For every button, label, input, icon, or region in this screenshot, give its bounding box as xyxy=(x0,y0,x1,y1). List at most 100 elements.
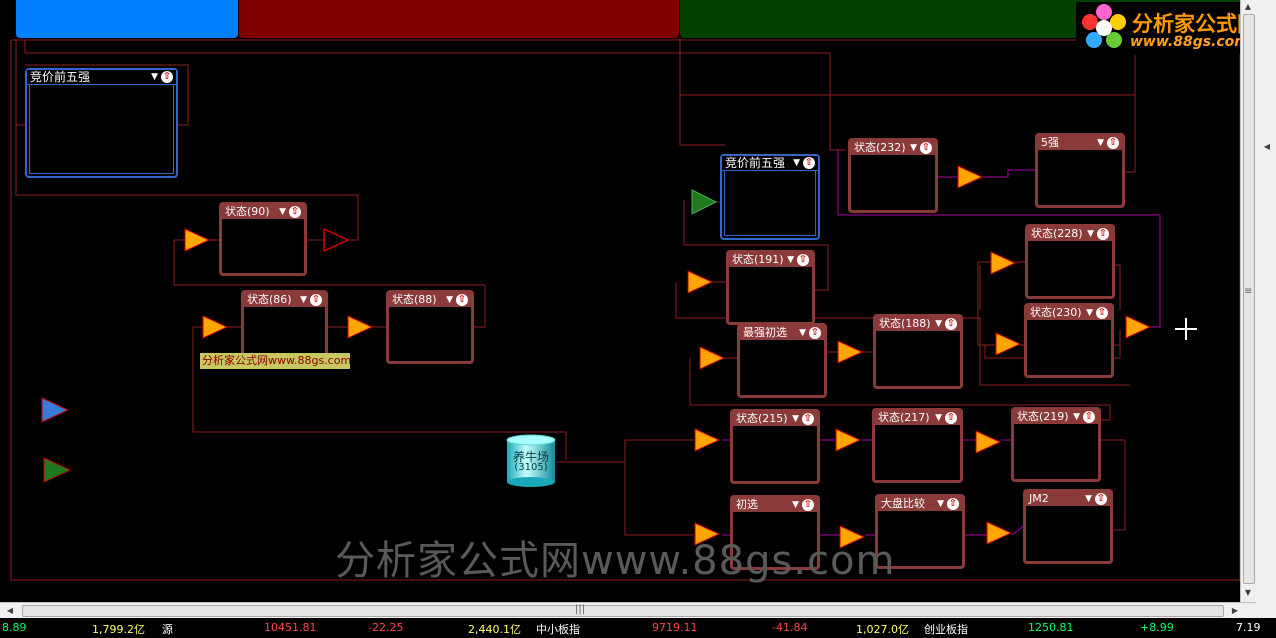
dropdown-icon[interactable]: ▼ xyxy=(799,328,806,338)
dropdown-icon[interactable]: ▼ xyxy=(910,143,917,153)
filter-triangle-icon[interactable] xyxy=(183,227,211,253)
dropdown-icon[interactable]: ▼ xyxy=(1085,494,1092,504)
status-label: 源 xyxy=(162,623,173,636)
node-jm2[interactable]: JM2 ▼ ⇧ xyxy=(1023,489,1113,564)
node-state228[interactable]: 状态(228) ▼ ⇧ xyxy=(1025,224,1115,299)
node-jingjia-mid[interactable]: 竞价前五强 ▼ ⇧ xyxy=(720,154,820,240)
up-arrow-icon[interactable]: ⇧ xyxy=(1095,493,1107,505)
filter-triangle-icon[interactable] xyxy=(693,521,721,547)
database-count: (3105) xyxy=(514,462,548,473)
dropdown-icon[interactable]: ▼ xyxy=(300,295,307,305)
filter-triangle-icon[interactable] xyxy=(690,188,718,216)
filter-triangle-icon[interactable] xyxy=(974,429,1002,455)
node-state86[interactable]: 状态(86) ▼ ⇧ xyxy=(241,290,328,364)
up-arrow-icon[interactable]: ⇧ xyxy=(802,413,814,425)
horizontal-scroll-thumb[interactable] xyxy=(22,605,1224,617)
node-state219[interactable]: 状态(219) ▼ ⇧ xyxy=(1011,407,1101,482)
filter-triangle-icon[interactable] xyxy=(1124,314,1152,340)
dropdown-icon[interactable]: ▼ xyxy=(792,414,799,424)
dropdown-icon[interactable]: ▼ xyxy=(446,295,453,305)
up-arrow-icon[interactable]: ⇧ xyxy=(797,254,809,266)
up-arrow-icon[interactable]: ⇧ xyxy=(920,142,932,154)
dropdown-icon[interactable]: ▼ xyxy=(793,158,800,168)
dropdown-icon[interactable]: ▼ xyxy=(937,499,944,509)
scroll-left-icon[interactable]: ◀ xyxy=(6,606,14,615)
filter-triangle-icon[interactable] xyxy=(834,427,862,453)
status-value: +8.99 xyxy=(1140,621,1174,634)
dropdown-icon[interactable]: ▼ xyxy=(151,72,158,82)
up-arrow-icon[interactable]: ⇧ xyxy=(1096,307,1108,319)
dropdown-icon[interactable]: ▼ xyxy=(279,207,286,217)
filter-triangle-icon[interactable] xyxy=(698,345,726,371)
up-arrow-icon[interactable]: ⇧ xyxy=(456,294,468,306)
filter-triangle-icon[interactable] xyxy=(956,164,984,190)
up-arrow-icon[interactable]: ⇧ xyxy=(947,498,959,510)
node-dapan[interactable]: 大盘比较 ▼ ⇧ xyxy=(875,494,965,569)
node-state217[interactable]: 状态(217) ▼ ⇧ xyxy=(872,408,963,483)
up-arrow-icon[interactable]: ⇧ xyxy=(161,71,173,83)
blue-start-triangle-icon[interactable] xyxy=(40,396,70,424)
filter-triangle-icon[interactable] xyxy=(989,250,1017,276)
dropdown-icon[interactable]: ▼ xyxy=(1087,229,1094,239)
dropdown-icon[interactable]: ▼ xyxy=(787,255,794,265)
node-top5[interactable]: 5强 ▼ ⇧ xyxy=(1035,133,1125,208)
scroll-right-icon[interactable]: ▶ xyxy=(1231,606,1239,615)
vertical-scrollbar[interactable]: ▲ ≡ ▼ xyxy=(1240,0,1257,602)
node-title: 状态(88) xyxy=(389,293,471,307)
node-title: JM2 xyxy=(1026,492,1110,506)
green-start-triangle-icon[interactable] xyxy=(42,456,72,484)
logo-title: 分析家公式网 xyxy=(1132,12,1258,36)
node-title: 状态(228) xyxy=(1028,227,1112,241)
node-state191[interactable]: 状态(191) ▼ ⇧ xyxy=(726,250,815,325)
node-state88[interactable]: 状态(88) ▼ ⇧ xyxy=(386,290,474,364)
dropdown-icon[interactable]: ▼ xyxy=(1086,308,1093,318)
top-tab-red[interactable] xyxy=(239,0,679,38)
top-tab-blue[interactable] xyxy=(16,0,238,38)
filter-triangle-icon[interactable] xyxy=(201,314,229,340)
dropdown-icon[interactable]: ▼ xyxy=(792,500,799,510)
up-arrow-icon[interactable]: ⇧ xyxy=(803,157,815,169)
node-title: 状态(217) xyxy=(875,411,960,425)
node-state230[interactable]: 状态(230) ▼ ⇧ xyxy=(1024,303,1114,378)
filter-triangle-icon[interactable] xyxy=(693,427,721,453)
node-title: 状态(86) xyxy=(244,293,325,307)
dropdown-icon[interactable]: ▼ xyxy=(935,319,942,329)
scroll-up-icon[interactable]: ▲ xyxy=(1244,2,1252,11)
up-arrow-icon[interactable]: ⇧ xyxy=(1083,411,1095,423)
filter-triangle-icon[interactable] xyxy=(994,331,1022,357)
up-arrow-icon[interactable]: ⇧ xyxy=(945,318,957,330)
filter-triangle-icon[interactable] xyxy=(985,520,1013,546)
up-arrow-icon[interactable]: ⇧ xyxy=(1097,228,1109,240)
vertical-scroll-thumb[interactable] xyxy=(1243,14,1255,584)
up-arrow-icon[interactable]: ⇧ xyxy=(802,499,814,511)
dropdown-icon[interactable]: ▼ xyxy=(1097,138,1104,148)
database-node[interactable]: 养牛场 (3105) xyxy=(506,434,556,488)
node-chuxuan[interactable]: 初选 ▼ ⇧ xyxy=(730,495,820,570)
horizontal-scrollbar[interactable]: ◀ ||| ▶ xyxy=(0,602,1256,619)
node-title: 状态(191) xyxy=(729,253,812,267)
filter-triangle-icon[interactable] xyxy=(346,314,374,340)
up-arrow-icon[interactable]: ⇧ xyxy=(809,327,821,339)
filter-triangle-icon[interactable] xyxy=(322,227,350,253)
node-state215[interactable]: 状态(215) ▼ ⇧ xyxy=(730,409,820,484)
node-state90[interactable]: 状态(90) ▼ ⇧ xyxy=(219,202,307,276)
dropdown-icon[interactable]: ▼ xyxy=(935,413,942,423)
filter-triangle-icon[interactable] xyxy=(836,339,864,365)
node-state232[interactable]: 状态(232) ▼ ⇧ xyxy=(848,138,938,213)
expand-arrow-icon[interactable]: ◀ xyxy=(1263,142,1271,151)
node-state188[interactable]: 状态(188) ▼ ⇧ xyxy=(873,314,963,389)
node-zuiqiang[interactable]: 最强初选 ▼ ⇧ xyxy=(737,323,827,398)
scroll-down-icon[interactable]: ▼ xyxy=(1244,588,1252,597)
filter-triangle-icon[interactable] xyxy=(838,524,866,550)
node-jingjia-left[interactable]: 竞价前五强 ▼ ⇧ xyxy=(25,68,178,178)
dropdown-icon[interactable]: ▼ xyxy=(1073,412,1080,422)
up-arrow-icon[interactable]: ⇧ xyxy=(1107,137,1119,149)
status-value: 8.89 xyxy=(2,621,27,634)
up-arrow-icon[interactable]: ⇧ xyxy=(289,206,301,218)
up-arrow-icon[interactable]: ⇧ xyxy=(945,412,957,424)
up-arrow-icon[interactable]: ⇧ xyxy=(310,294,322,306)
status-value: 9719.11 xyxy=(652,621,698,634)
node-title: 大盘比较 xyxy=(878,497,962,511)
filter-triangle-icon[interactable] xyxy=(686,269,714,295)
